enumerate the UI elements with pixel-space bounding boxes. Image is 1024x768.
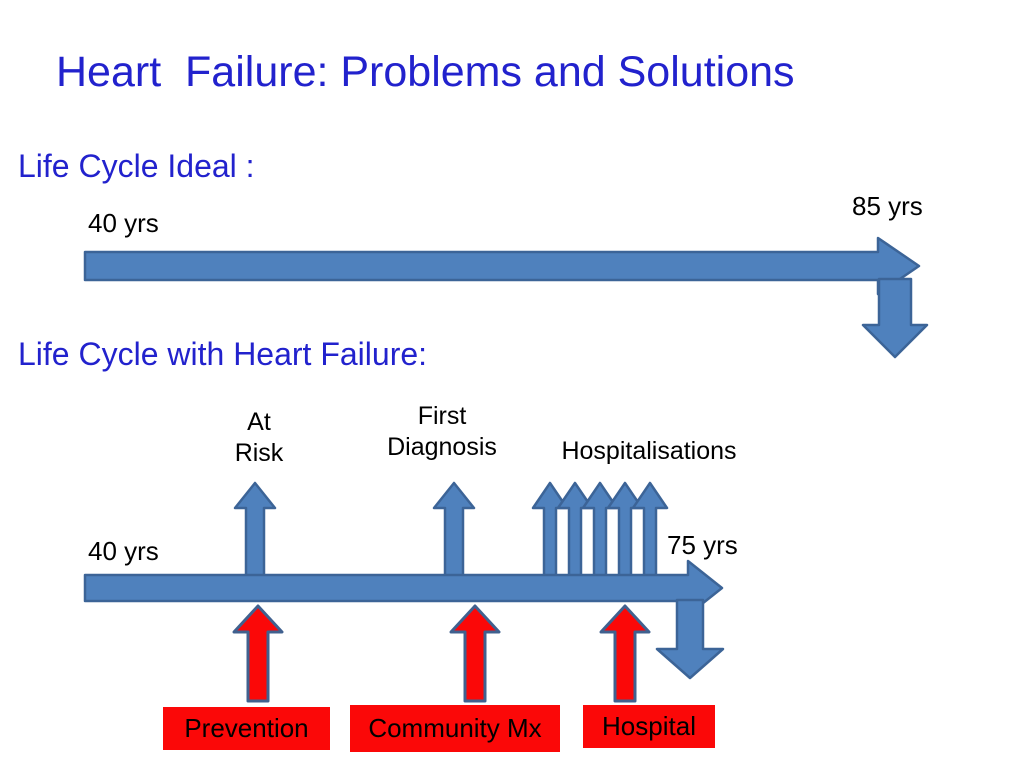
- community-mx-box-label: Community Mx: [368, 713, 542, 743]
- heart-failure-section-heading: Life Cycle with Heart Failure:: [18, 336, 428, 372]
- hospital-box: Hospital: [583, 705, 715, 748]
- heart-failure-end-down-arrow: [655, 598, 725, 680]
- hospitalisation-up-arrow: [531, 481, 569, 579]
- hospital-up-arrow: [599, 604, 651, 703]
- hospitalisations-label: Hospitalisations: [561, 437, 737, 465]
- at-risk-label: At Risk: [234, 408, 284, 468]
- heart-failure-end-age-label: 75 yrs: [667, 530, 738, 560]
- community-mx-box: Community Mx: [350, 705, 560, 752]
- first-diagnosis-label: First Diagnosis: [387, 402, 497, 462]
- hospital-box-label: Hospital: [602, 711, 696, 741]
- prevention-box: Prevention: [163, 707, 330, 750]
- prevention-up-arrow: [232, 604, 284, 703]
- slide-title: Heart Failure: Problems and Solutions: [56, 48, 795, 96]
- ideal-timeline-arrow: [83, 236, 921, 296]
- hospitalisation-up-arrow: [556, 481, 594, 579]
- ideal-start-age-label: 40 yrs: [88, 208, 159, 238]
- at-risk-up-arrow: [233, 481, 277, 579]
- prevention-box-label: Prevention: [184, 713, 309, 743]
- ideal-end-age-label: 85 yrs: [852, 191, 923, 221]
- heart-failure-timeline-arrow: [83, 559, 724, 617]
- ideal-section-heading: Life Cycle Ideal :: [18, 148, 255, 184]
- hospitalisation-up-arrow: [581, 481, 619, 579]
- first-diagnosis-up-arrow: [432, 481, 476, 579]
- heart-failure-start-age-label: 40 yrs: [88, 536, 159, 566]
- community-mx-up-arrow: [449, 604, 501, 703]
- hospitalisation-up-arrow: [631, 481, 669, 579]
- ideal-end-down-arrow: [861, 277, 929, 359]
- hospitalisation-up-arrow: [606, 481, 644, 579]
